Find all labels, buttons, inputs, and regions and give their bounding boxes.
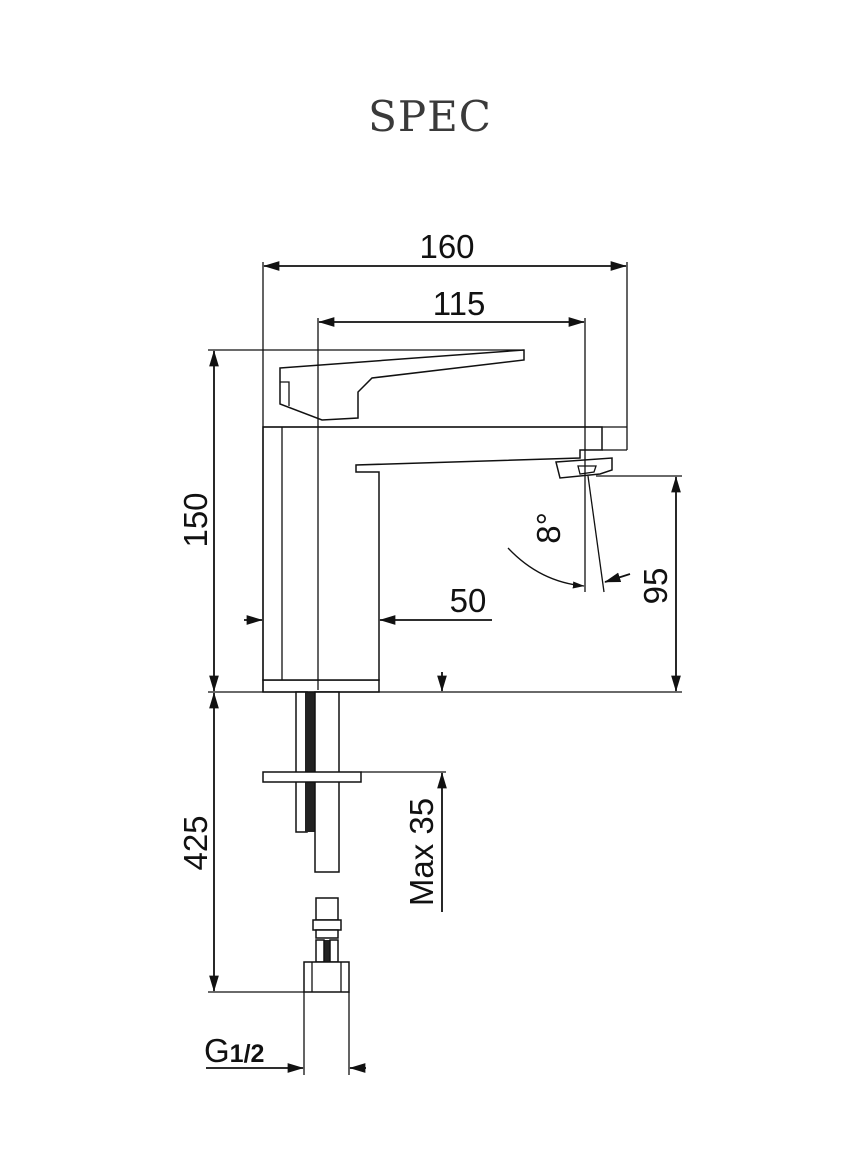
dim-body-width: 50 [450,582,487,619]
dim-thread-label: G1/2 [204,1032,264,1069]
dim-overall-width: 160 [419,228,474,265]
dim-overall-height: 150 [177,492,214,547]
dim-thread-size: 1/2 [230,1040,265,1068]
installation-parts [262,691,362,1075]
dim-spout-reach: 115 [433,285,486,322]
page-title: SPEC [368,92,492,141]
reference-lines [208,262,682,993]
dim-thread-prefix: G [204,1032,230,1069]
dim-spout-angle: 8° [530,512,567,544]
faucet-outline [262,349,628,693]
dim-max-deck-thickness: Max 35 [403,798,440,906]
dim-spout-height: 95 [637,568,674,605]
dim-hose-length: 425 [177,815,214,870]
dimension-lines [206,261,681,1073]
